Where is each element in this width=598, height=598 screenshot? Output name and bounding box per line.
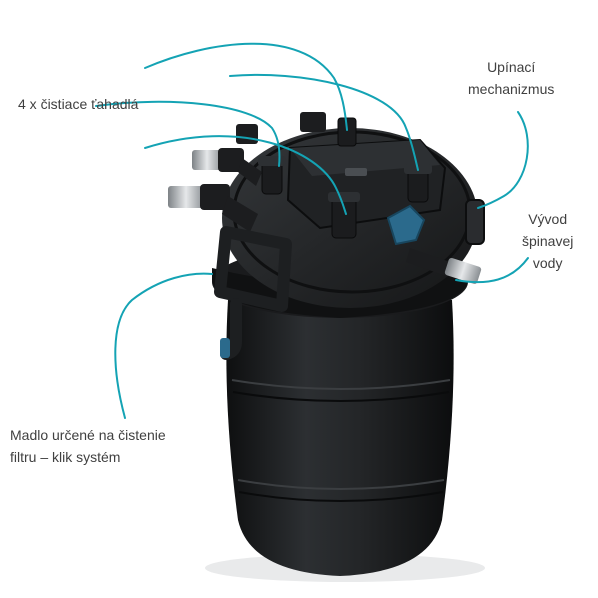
canister-rib [237,479,445,490]
label-dirty-water-outlet: Vývod špinavej vody [522,208,573,274]
label-clamp-mechanism: Upínací mechanizmus [468,56,554,100]
canister-rib [238,491,444,502]
callout-line-knob-4 [144,135,347,215]
label-clamp-line2: mechanizmus [468,81,555,97]
label-outlet-line1: Vývod [528,211,568,227]
label-cleaning-handle: Madlo určené na čistenie filtru – klik s… [10,424,166,468]
brand-badge [345,168,367,176]
callout-line-knob-1 [144,42,348,131]
hose-connectors [168,112,326,232]
lid-control-block-top [290,140,440,176]
clamp-mechanism [465,199,485,245]
callout-lines [95,42,529,419]
label-outlet-line3: vody [532,255,563,271]
canister-rib [231,379,451,390]
callout-line-knob-2 [229,73,419,171]
label-outlet-line2: špinavej [522,233,574,249]
canister-rib [232,391,450,402]
callout-line-handle [114,272,213,419]
callout-line-clamp [477,111,529,209]
canister-body [226,300,454,576]
label-handle-line2: filtru – klik systém [10,449,121,465]
callout-line-outlet [455,257,529,284]
cleaning-knobs [258,117,432,239]
cleaning-lever-handle [214,226,292,360]
label-handle-line1: Madlo určené na čistenie [10,427,166,443]
callout-line-knob-3 [95,100,281,167]
label-clamp-line1: Upínací [487,59,536,75]
label-cleaning-handles: 4 x čistiace ťahadlá [18,93,138,115]
label-cleaning-handles-text: 4 x čistiace ťahadlá [18,96,139,112]
blue-valve [386,204,426,246]
dirty-water-outlet [406,248,482,285]
